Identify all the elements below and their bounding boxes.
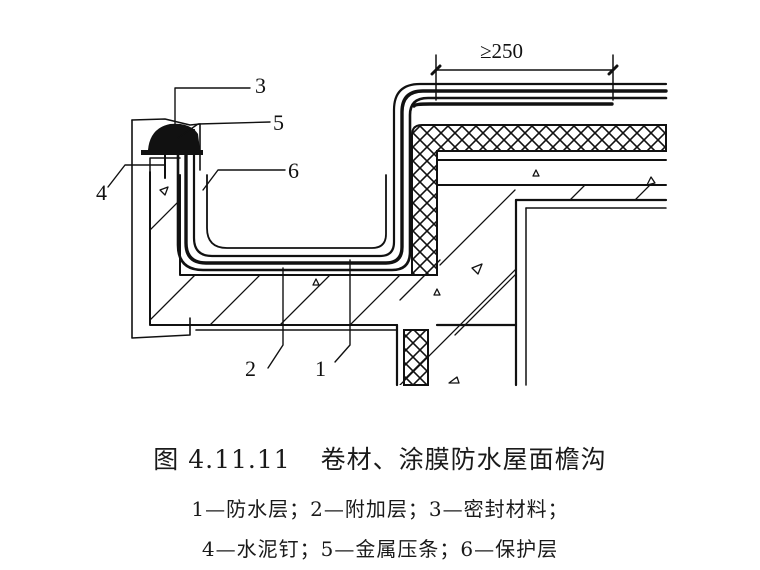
sealant-bead xyxy=(148,123,200,150)
dimension-label: ≥250 xyxy=(480,39,523,63)
callout-2: 2 xyxy=(245,356,256,381)
legend-line-1: 1—防水层；2—附加层；3—密封材料； xyxy=(191,497,569,521)
callout-3: 3 xyxy=(255,73,266,98)
concrete-gutter-body xyxy=(131,118,668,387)
membrane-layers xyxy=(176,82,668,272)
callout-4: 4 xyxy=(96,180,107,205)
callouts: 3 5 6 4 2 1 xyxy=(96,73,351,381)
metal-batten xyxy=(141,150,203,155)
callout-1: 1 xyxy=(315,356,326,381)
gutter-section-drawing: ≥250 3 5 6 4 2 1 xyxy=(96,39,668,387)
callout-5: 5 xyxy=(273,110,284,135)
legend-line-2: 4—水泥钉；5—金属压条；6—保护层 xyxy=(201,537,559,561)
insulation-layer xyxy=(403,124,667,386)
termination-detail xyxy=(141,123,203,179)
figure-caption: 图 4.11.11 卷材、涂膜防水屋面檐沟 xyxy=(0,440,760,476)
dimension-250: ≥250 xyxy=(430,39,619,101)
callout-6: 6 xyxy=(288,158,299,183)
figure-title: 卷材、涂膜防水屋面檐沟 xyxy=(320,445,607,474)
figure-number: 图 4.11.11 xyxy=(153,445,291,474)
aggregate-marks xyxy=(159,169,656,384)
concrete-hatch xyxy=(150,175,666,385)
